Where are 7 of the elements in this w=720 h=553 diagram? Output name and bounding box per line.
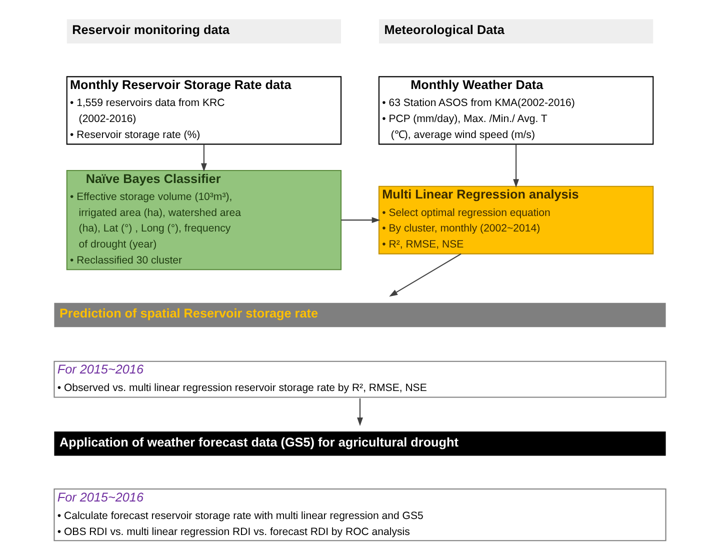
node-box: Application of weather forecast data (GS5) for agricultural drought — [54, 432, 666, 456]
arrow — [389, 253, 462, 297]
node-box: Prediction of spatial Reservoir storage rate — [54, 302, 666, 328]
arrow — [200, 144, 207, 172]
arrow — [513, 144, 520, 188]
arrow — [357, 398, 363, 426]
arrow — [341, 217, 380, 224]
